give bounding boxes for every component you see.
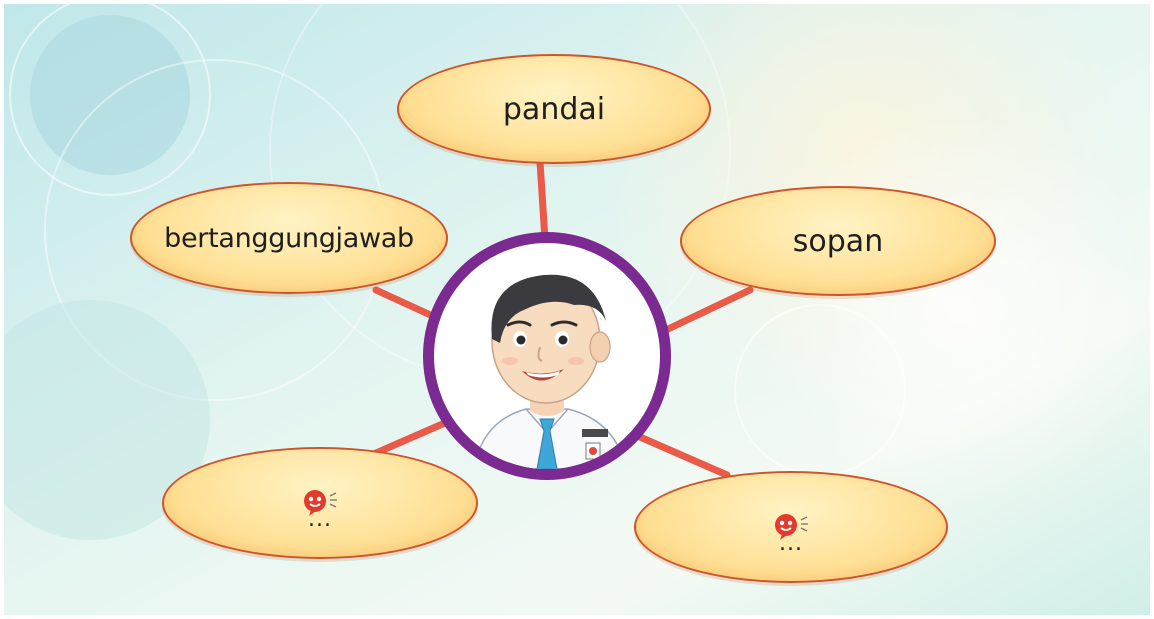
connector-upper-left	[372, 286, 441, 322]
ellipsis-placeholder: ...	[779, 531, 803, 556]
student-boy-illustration	[473, 274, 627, 469]
placeholder-lower-right: ...	[770, 511, 812, 556]
connector-top	[536, 158, 549, 244]
thinking-speech-icon	[304, 490, 337, 516]
placeholder-lower-left: ...	[299, 487, 341, 532]
node-lower-right: ...	[634, 471, 948, 583]
portrait-frame	[434, 243, 660, 469]
center-portrait	[423, 232, 671, 480]
connector-lower-right	[636, 433, 731, 479]
ellipsis-placeholder: ...	[308, 507, 332, 532]
node-label-upper-left: bertanggungjawab	[164, 222, 414, 254]
node-lower-left: ...	[162, 447, 478, 559]
node-top: pandai	[397, 54, 711, 164]
node-label-top: pandai	[502, 91, 606, 127]
node-upper-left: bertanggungjawab	[130, 182, 448, 294]
node-upper-right: sopan	[680, 186, 996, 296]
thinking-speech-icon	[775, 514, 808, 540]
node-label-upper-right: sopan	[792, 223, 884, 259]
connector-upper-right	[662, 286, 754, 334]
